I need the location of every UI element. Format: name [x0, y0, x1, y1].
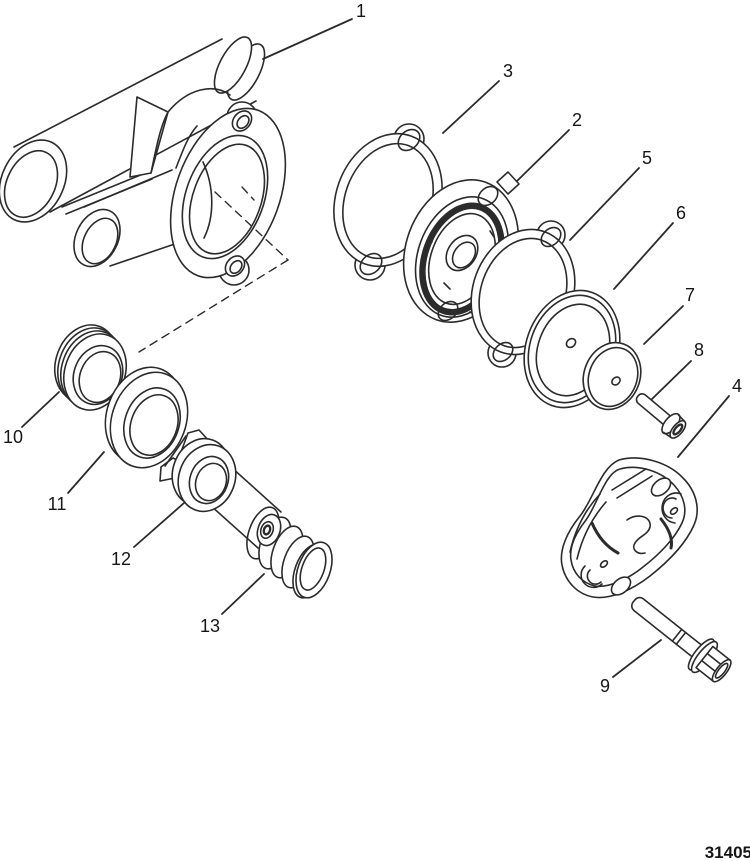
drawing-number: 31405 [705, 843, 750, 861]
callout-13: 13 [200, 573, 265, 636]
callout-12-leader [133, 502, 185, 548]
part-7-washer [582, 341, 642, 411]
callout-7: 7 [643, 285, 695, 345]
callout-6-label: 6 [676, 203, 686, 223]
assembly-axis-dashed-line [138, 186, 289, 353]
callout-10: 10 [3, 391, 60, 447]
part-11-seal-ring [104, 366, 189, 469]
callout-2: 2 [516, 110, 582, 182]
part-13-spring [246, 506, 333, 599]
callout-7-leader [643, 305, 684, 345]
callout-6-leader [613, 222, 674, 290]
callout-8: 8 [651, 340, 704, 400]
callout-12-label: 12 [111, 549, 131, 569]
callout-9-leader [612, 639, 662, 678]
part-4-bracket [560, 457, 698, 599]
callout-4-label: 4 [732, 376, 742, 396]
part-8-screw [635, 393, 687, 439]
callouts: 1 2 3 4 5 6 7 8 [3, 1, 742, 696]
callout-3-leader [442, 80, 500, 134]
callout-12: 12 [111, 502, 185, 569]
callout-1-label: 1 [356, 1, 366, 21]
callout-5-leader [569, 167, 640, 241]
callout-8-label: 8 [694, 340, 704, 360]
part-12-valve [159, 429, 282, 549]
callout-3: 3 [442, 61, 513, 134]
part-1-housing [0, 36, 287, 286]
callout-10-leader [21, 391, 60, 428]
callout-2-label: 2 [572, 110, 582, 130]
callout-8-leader [651, 360, 692, 400]
part-9-bolt [630, 596, 732, 683]
callout-4-leader [677, 395, 730, 458]
callout-13-label: 13 [200, 616, 220, 636]
callout-2-leader [516, 129, 570, 182]
callout-10-label: 10 [3, 427, 23, 447]
callout-9: 9 [600, 639, 662, 696]
callout-5: 5 [569, 148, 652, 241]
callout-11: 11 [48, 451, 105, 514]
callout-1: 1 [262, 1, 366, 60]
callout-11-label: 11 [48, 494, 67, 514]
callout-6: 6 [613, 203, 686, 290]
callout-3-label: 3 [503, 61, 513, 81]
callout-13-leader [221, 573, 265, 615]
callout-7-label: 7 [685, 285, 695, 305]
callout-4: 4 [677, 376, 742, 458]
callout-5-label: 5 [642, 148, 652, 168]
callout-1-leader [262, 18, 353, 60]
callout-11-leader [67, 451, 105, 494]
callout-9-label: 9 [600, 676, 610, 696]
